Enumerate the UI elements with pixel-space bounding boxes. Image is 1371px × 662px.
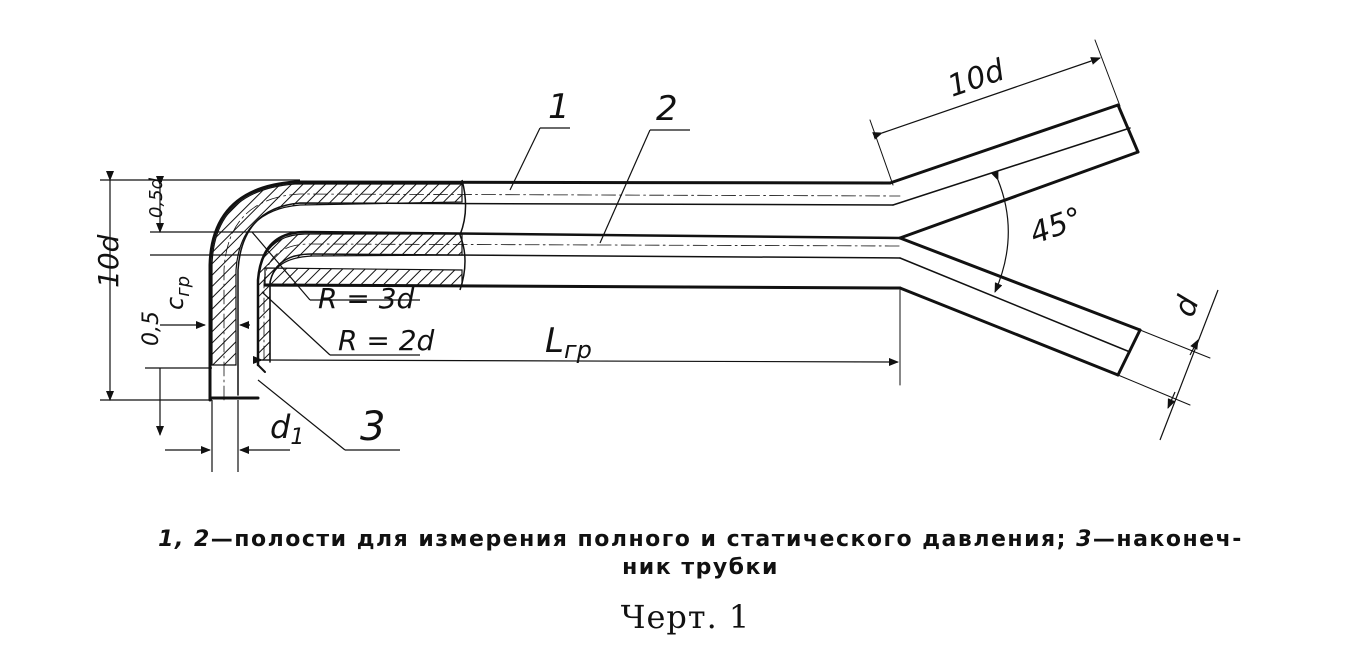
hatch-outer	[211, 183, 463, 366]
tube-body	[208, 180, 902, 402]
dim-10d-top	[872, 57, 1101, 140]
ext-upper-1	[869, 119, 894, 186]
label-half: 0,5	[139, 311, 164, 346]
tip-inner	[257, 364, 266, 373]
label-r3: R = 3d	[318, 282, 415, 315]
labels: 1 2 3 10d 45° d 0,5d 10d cгр 0,5 R = 3d …	[92, 53, 1207, 450]
dim-d-arrow1	[1189, 339, 1199, 356]
caption-line2: ник трубки	[622, 555, 779, 580]
leader-r2	[261, 291, 331, 356]
ext-lower-2	[1117, 374, 1191, 406]
lower-branch-mid	[899, 257, 1131, 353]
dim-ltr	[252, 355, 899, 366]
figure-caption: 1, 2—полости для измерения полного и ста…	[0, 526, 1371, 582]
label-d: d	[1167, 291, 1207, 322]
caption-num-b: 3	[1076, 527, 1093, 552]
dimensions	[100, 57, 1219, 472]
label-1: 1	[548, 87, 570, 127]
ext-upper-2	[1094, 39, 1121, 107]
caption-part-a: —полости для измерения полного и статиче…	[210, 527, 1067, 552]
figure-label: Черт. 1	[620, 598, 751, 636]
label-wall: 0,5d	[146, 177, 167, 218]
label-10d-top: 10d	[943, 53, 1009, 105]
label-3: 3	[360, 404, 385, 450]
dim-d-line	[1159, 289, 1219, 441]
label-d1: d1	[270, 408, 304, 450]
break-line	[459, 179, 467, 291]
lower-branch-end	[1116, 328, 1142, 377]
leader-3	[257, 379, 346, 451]
label-2: 2	[656, 89, 678, 129]
leader-r3	[251, 231, 311, 301]
upper-branch-mid	[892, 127, 1131, 206]
upper-branch-end	[1116, 103, 1140, 154]
label-10d-height: 10d	[92, 234, 125, 288]
dim-angle-arc	[990, 170, 1009, 293]
pitot-tube-drawing: 1 2 3 10d 45° d 0,5d 10d cгр 0,5 R = 3d …	[92, 39, 1219, 472]
caption-num-a: 1, 2	[158, 527, 211, 552]
lower-branch-bottom	[898, 286, 1120, 377]
lower-branch-top	[898, 236, 1142, 332]
dim-d-arrow2	[1167, 391, 1176, 409]
label-angle: 45°	[1025, 201, 1087, 252]
upper-branch-bottom	[898, 150, 1140, 240]
ext-lower-1	[1139, 329, 1211, 359]
label-ltr: Lгр	[545, 321, 592, 364]
hatched-walls	[211, 179, 467, 366]
leader-2	[599, 129, 651, 244]
label-ctr: cгр	[161, 276, 194, 310]
label-r2: R = 2d	[338, 324, 435, 357]
caption-part-b: —наконеч-	[1092, 527, 1243, 552]
leader-1	[509, 127, 541, 191]
